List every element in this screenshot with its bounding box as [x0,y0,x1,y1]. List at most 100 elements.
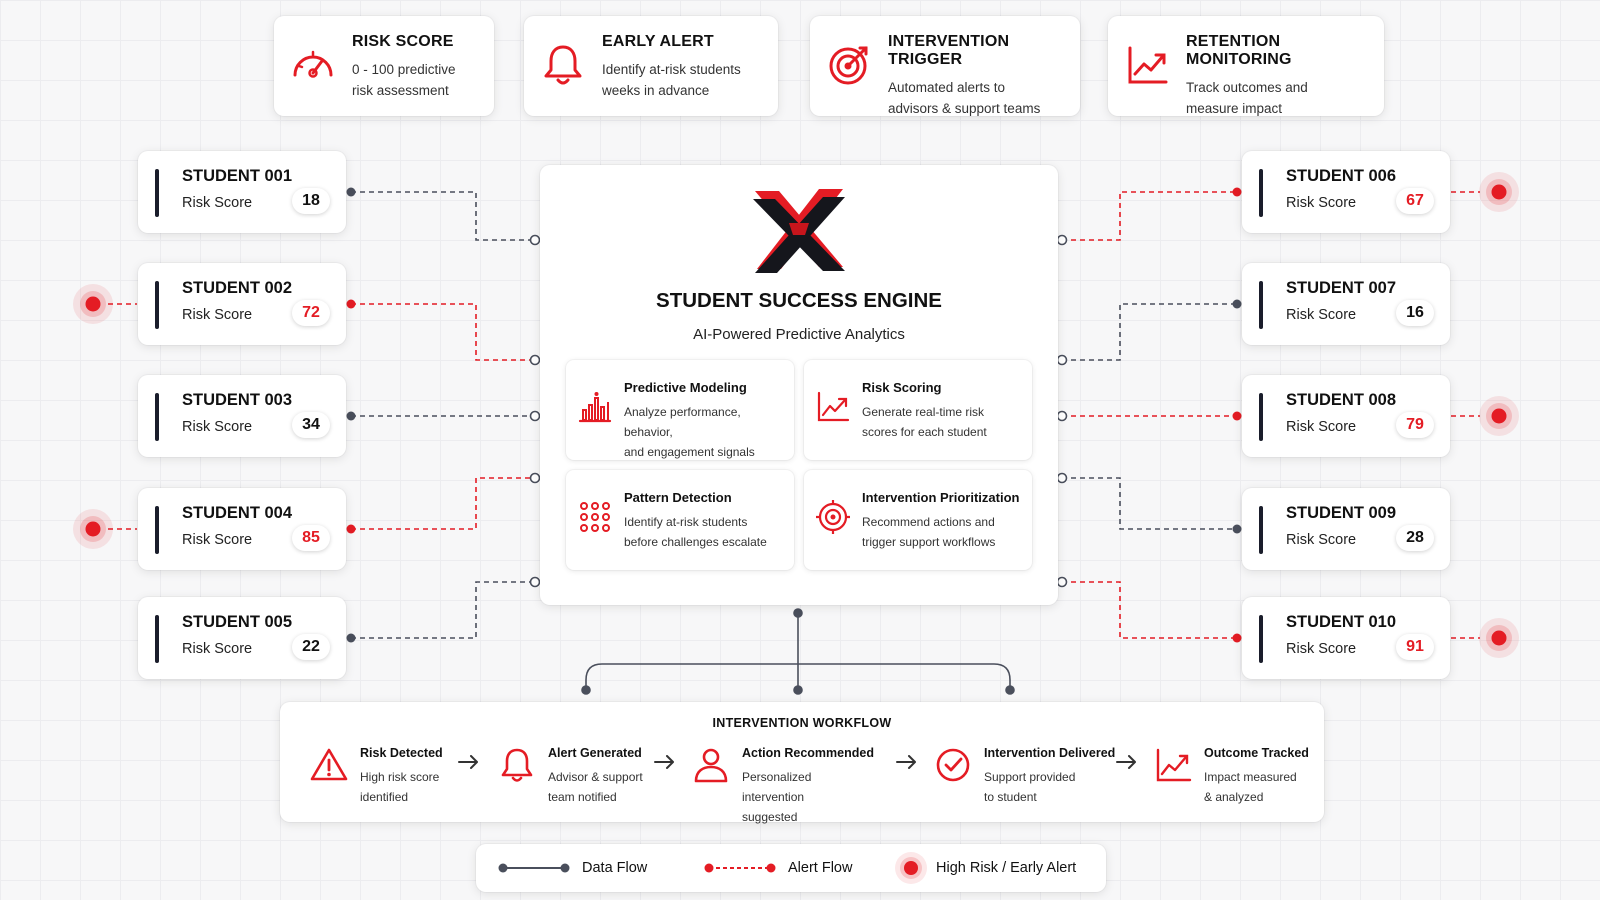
arrow-right-icon [458,755,478,769]
student-card-007[interactable]: STUDENT 007 Risk Score 16 [1242,263,1450,345]
step-desc: Advisor & support [548,770,643,784]
student-name: STUDENT 009 [1286,504,1397,522]
step-desc: identified [360,790,409,804]
connector-student-007 [1062,303,1237,361]
bar-chart-icon [578,392,612,423]
risk-score-badge: 72 [292,300,330,326]
module-predictive-modeling[interactable]: Predictive Modeling Analyze performance,… [566,360,794,460]
risk-score-label: Risk Score [1286,307,1357,323]
bell-icon [544,45,582,85]
student-card-004[interactable]: STUDENT 004 Risk Score 85 [138,488,346,570]
target-icon [829,46,868,85]
step-desc: High risk score [360,770,440,784]
user-icon [694,748,728,783]
step-desc: Personalized intervention [742,770,812,804]
connector-student-010 [1062,581,1237,639]
feature-desc: risk assessment [352,83,449,98]
feature-desc: 0 - 100 predictive [352,62,456,77]
legend-alert-flow: Alert Flow [704,844,852,892]
step-title: Risk Detected [360,746,443,760]
risk-score-badge: 67 [1396,188,1434,214]
module-pattern-detection[interactable]: Pattern Detection Identify at-risk stude… [566,470,794,570]
student-name: STUDENT 002 [182,279,293,297]
risk-score-label: Risk Score [1286,419,1357,435]
feature-desc: measure impact [1186,101,1283,116]
feature-desc: advisors & support teams [888,101,1041,116]
alert-dot-student-002 [73,284,113,324]
step-desc: team notified [548,790,617,804]
risk-score-label: Risk Score [182,532,253,548]
risk-score-badge: 28 [1396,525,1434,551]
legend-label: Alert Flow [788,860,853,876]
legend-label: Data Flow [582,860,648,876]
risk-score-badge: 79 [1396,412,1434,438]
data-flow-line-icon [498,863,570,873]
step-desc: Support provided [984,770,1076,784]
step-desc: Impact measured [1204,770,1297,784]
alert-flow-line-icon [704,863,776,873]
risk-score-badge: 16 [1396,300,1434,326]
student-name: STUDENT 004 [182,504,293,522]
feature-title: RISK SCORE [352,33,454,50]
student-name: STUDENT 001 [182,167,293,185]
risk-score-label: Risk Score [1286,641,1357,657]
bell-icon [501,748,533,782]
feature-desc: Automated alerts to [888,80,1006,95]
student-name: STUDENT 010 [1286,613,1397,631]
step-desc: suggested [742,810,798,824]
risk-score-label: Risk Score [182,195,253,211]
trend-chart-icon [1128,46,1168,84]
legend-high-risk: High Risk / Early Alert [894,844,1076,892]
risk-score-label: Risk Score [182,419,253,435]
student-name: STUDENT 003 [182,391,293,409]
alert-dot-student-008 [1479,396,1519,436]
arrow-right-icon [896,755,916,769]
feature-card-intervention-trigger: INTERVENTION TRIGGER Automated alerts to… [810,16,1080,116]
student-card-002[interactable]: STUDENT 002 Risk Score 72 [138,263,346,345]
arrow-right-icon [654,755,674,769]
feature-desc: Track outcomes and [1186,80,1308,95]
trend-chart-icon [1156,748,1192,782]
legend-label: High Risk / Early Alert [936,860,1077,876]
arrow-right-icon [1116,755,1136,769]
student-card-001[interactable]: STUDENT 001 Risk Score 18 [138,151,346,233]
gauge-icon [293,50,333,78]
risk-score-label: Risk Score [182,307,253,323]
alert-dot-student-010 [1479,618,1519,658]
student-card-006[interactable]: STUDENT 006 Risk Score 67 [1242,151,1450,233]
module-desc: Generate real-time risk [862,405,985,419]
high-risk-dot-icon [895,852,927,884]
engine-workflow-connector [581,608,1015,695]
student-card-008[interactable]: STUDENT 008 Risk Score 79 [1242,375,1450,457]
engine-subtitle: AI-Powered Predictive Analytics [693,326,905,343]
student-card-010[interactable]: STUDENT 010 Risk Score 91 [1242,597,1450,679]
student-card-003[interactable]: STUDENT 003 Risk Score 34 [138,375,346,457]
legend-data-flow: Data Flow [498,844,647,892]
x-logo-icon [753,189,845,273]
student-card-009[interactable]: STUDENT 009 Risk Score 28 [1242,488,1450,570]
feature-title: INTERVENTION TRIGGER [888,33,1010,68]
connector-student-002 [351,303,535,361]
step-title: Intervention Delivered [984,746,1116,760]
risk-score-badge: 91 [1396,634,1434,660]
alert-dot-student-004 [73,509,113,549]
intervention-workflow: INTERVENTION WORKFLOW Risk Detected High… [280,702,1324,824]
student-card-005[interactable]: STUDENT 005 Risk Score 22 [138,597,346,679]
step-title: Action Recommended [742,746,874,760]
module-intervention-prioritization[interactable]: Intervention Prioritization Recommend ac… [804,470,1032,570]
engine-title: STUDENT SUCCESS ENGINE [656,289,942,312]
student-success-engine: STUDENT SUCCESS ENGINE AI-Powered Predic… [540,165,1058,605]
module-title: Risk Scoring [862,380,942,395]
risk-score-label: Risk Score [182,641,253,657]
high-risk-indicators [73,172,1519,658]
step-title: Alert Generated [548,746,642,760]
feature-desc: Identify at-risk students [602,62,741,77]
module-desc: and engagement signals [624,445,755,459]
dot-grid-icon [580,502,610,532]
check-circle-icon [936,748,970,782]
risk-score-badge: 18 [292,188,330,214]
warning-icon [310,748,348,781]
